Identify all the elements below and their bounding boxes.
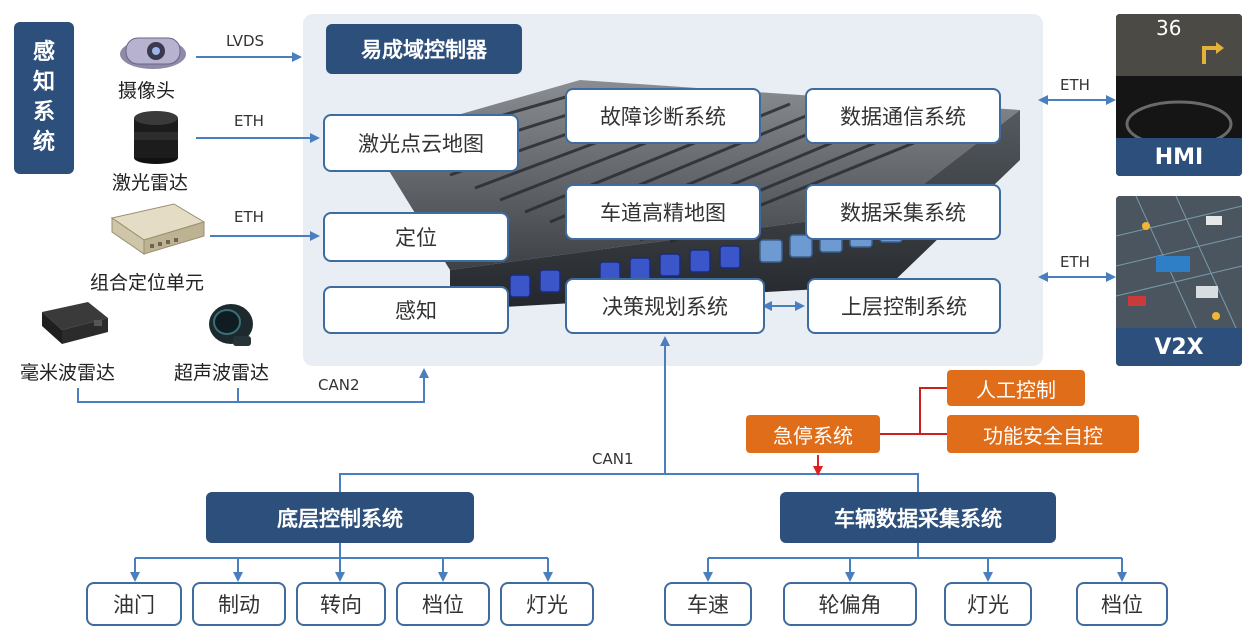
eth-gnss-link-label: ETH: [234, 208, 264, 226]
eth-v2x-link-label: ETH: [1060, 253, 1090, 271]
controller-title: 易成域控制器: [326, 24, 522, 74]
module-pointcloud-map: 激光点云地图: [323, 114, 519, 172]
hmi-label: HMI: [1116, 138, 1242, 176]
module-perception: 感知: [323, 286, 509, 334]
lidar-icon: [134, 111, 178, 164]
vehicle-data-item-gear: 档位: [1076, 582, 1168, 626]
can2-link-label: CAN2: [318, 376, 360, 394]
vehicle-data-item-speed: 车速: [664, 582, 752, 626]
lidar-label: 激光雷达: [112, 172, 189, 194]
chassis-item-steering: 转向: [296, 582, 386, 626]
module-data-communication: 数据通信系统: [805, 88, 1001, 144]
hmi-speed-readout: 36: [1156, 16, 1182, 40]
eth-lidar-link-label: ETH: [234, 112, 264, 130]
gnss-unit-label: 组合定位单元: [90, 272, 205, 294]
vehicle-data-item-lights: 灯光: [944, 582, 1032, 626]
eth-hmi-link-label: ETH: [1060, 76, 1090, 94]
perception-system-title: 感知系统: [14, 22, 74, 174]
chassis-item-brake: 制动: [192, 582, 286, 626]
gnss-unit-icon: [110, 203, 206, 255]
module-decision-planning: 决策规划系统: [565, 278, 765, 334]
manual-control-box: 人工控制: [947, 370, 1085, 406]
chassis-item-throttle: 油门: [86, 582, 182, 626]
vehicle-data-title: 车辆数据采集系统: [780, 492, 1056, 543]
module-fault-diagnosis: 故障诊断系统: [565, 88, 761, 144]
vehicle-data-item-wheel-angle: 轮偏角: [783, 582, 917, 626]
hmi-panel: 36 HMI: [1116, 14, 1242, 176]
ultrasonic-radar-icon: [209, 304, 253, 346]
module-upper-control: 上层控制系统: [807, 278, 1001, 334]
chassis-item-lights: 灯光: [500, 582, 594, 626]
functional-safety-box: 功能安全自控: [947, 415, 1139, 453]
module-localization: 定位: [323, 212, 509, 262]
v2x-panel: V2X: [1116, 196, 1242, 366]
chassis-control-title: 底层控制系统: [206, 492, 474, 543]
module-lane-hd-map: 车道高精地图: [565, 184, 761, 240]
can1-link-label: CAN1: [592, 450, 634, 468]
ultrasonic-radar-label: 超声波雷达: [174, 362, 270, 384]
camera-icon: [120, 37, 186, 69]
module-data-collection: 数据采集系统: [805, 184, 1001, 240]
chassis-item-gear: 档位: [396, 582, 490, 626]
can2-bus: [77, 368, 429, 403]
camera-label: 摄像头: [118, 80, 176, 102]
v2x-label: V2X: [1116, 328, 1242, 366]
mmwave-radar-label: 毫米波雷达: [20, 362, 116, 384]
emergency-stop-box: 急停系统: [746, 415, 880, 453]
mmwave-radar-icon: [42, 302, 108, 344]
lvds-link-label: LVDS: [226, 32, 265, 50]
